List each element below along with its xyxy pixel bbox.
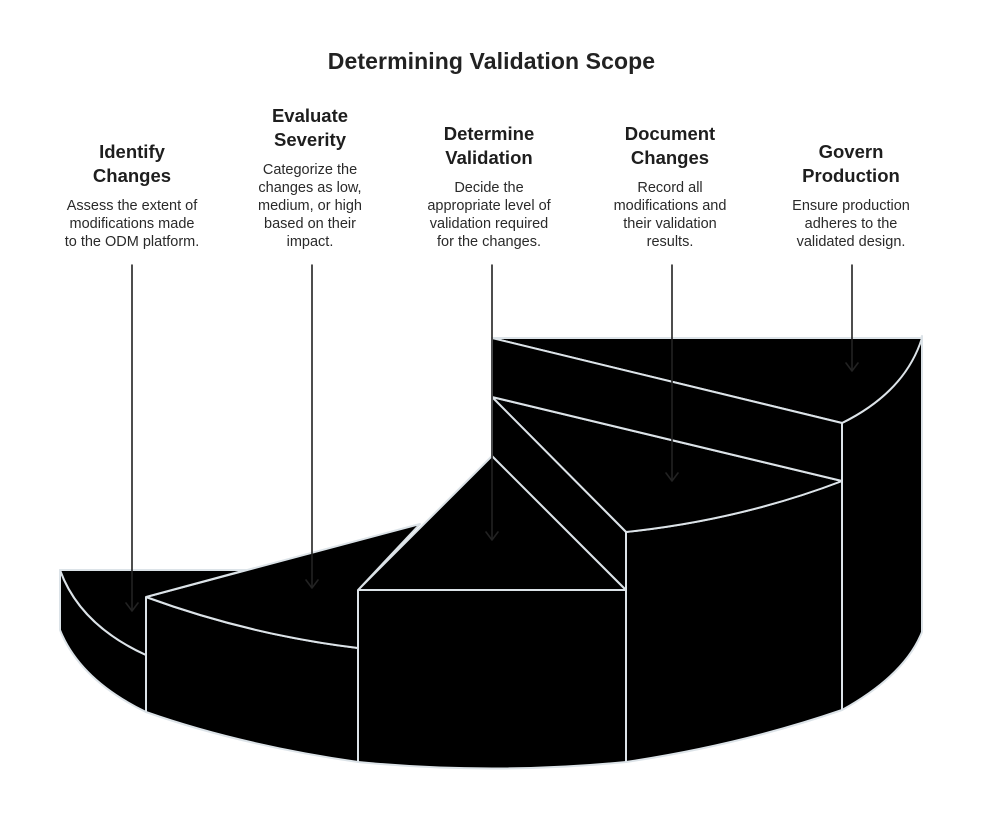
pointer-arrow-govern-production	[845, 264, 859, 372]
step-identify-changes-top	[59, 569, 247, 656]
step-title: Evaluate Severity	[271, 105, 349, 150]
step-govern-production: Govern Production Ensure production adhe…	[751, 140, 951, 251]
step-document-changes: Document Changes Record all modification…	[570, 122, 770, 251]
step-identify-changes: Identify Changes Assess the extent of mo…	[32, 140, 232, 251]
pointer-arrow-determine-validation	[485, 264, 499, 541]
step-govern-production-top	[491, 337, 923, 424]
step-title: Document Changes	[624, 123, 716, 168]
step-description: Assess the extent of modifications made …	[64, 198, 200, 250]
step-title: Govern Production	[802, 141, 900, 186]
pointer-arrow-document-changes	[665, 264, 679, 482]
step-description: Record all modifications and their valid…	[613, 180, 727, 250]
step-document-changes-top	[491, 396, 843, 533]
step-description: Ensure production adheres to the validat…	[792, 198, 910, 250]
pointer-arrow-evaluate-severity	[305, 264, 319, 589]
step-determine-validation: Determine Validation Decide the appropri…	[389, 122, 589, 251]
step-evaluate-severity-top	[145, 523, 421, 649]
step-title: Determine Validation	[443, 123, 535, 168]
diagram-title: Determining Validation Scope	[327, 48, 656, 74]
pointer-arrow-identify-changes	[125, 264, 139, 612]
step-description: Decide the appropriate level of validati…	[427, 180, 551, 250]
step-title: Identify Changes	[92, 141, 172, 186]
step-determine-validation-side	[357, 589, 627, 770]
step-evaluate-severity: Evaluate Severity Categorize the changes…	[210, 104, 410, 251]
step-description: Categorize the changes as low, medium, o…	[258, 162, 362, 250]
